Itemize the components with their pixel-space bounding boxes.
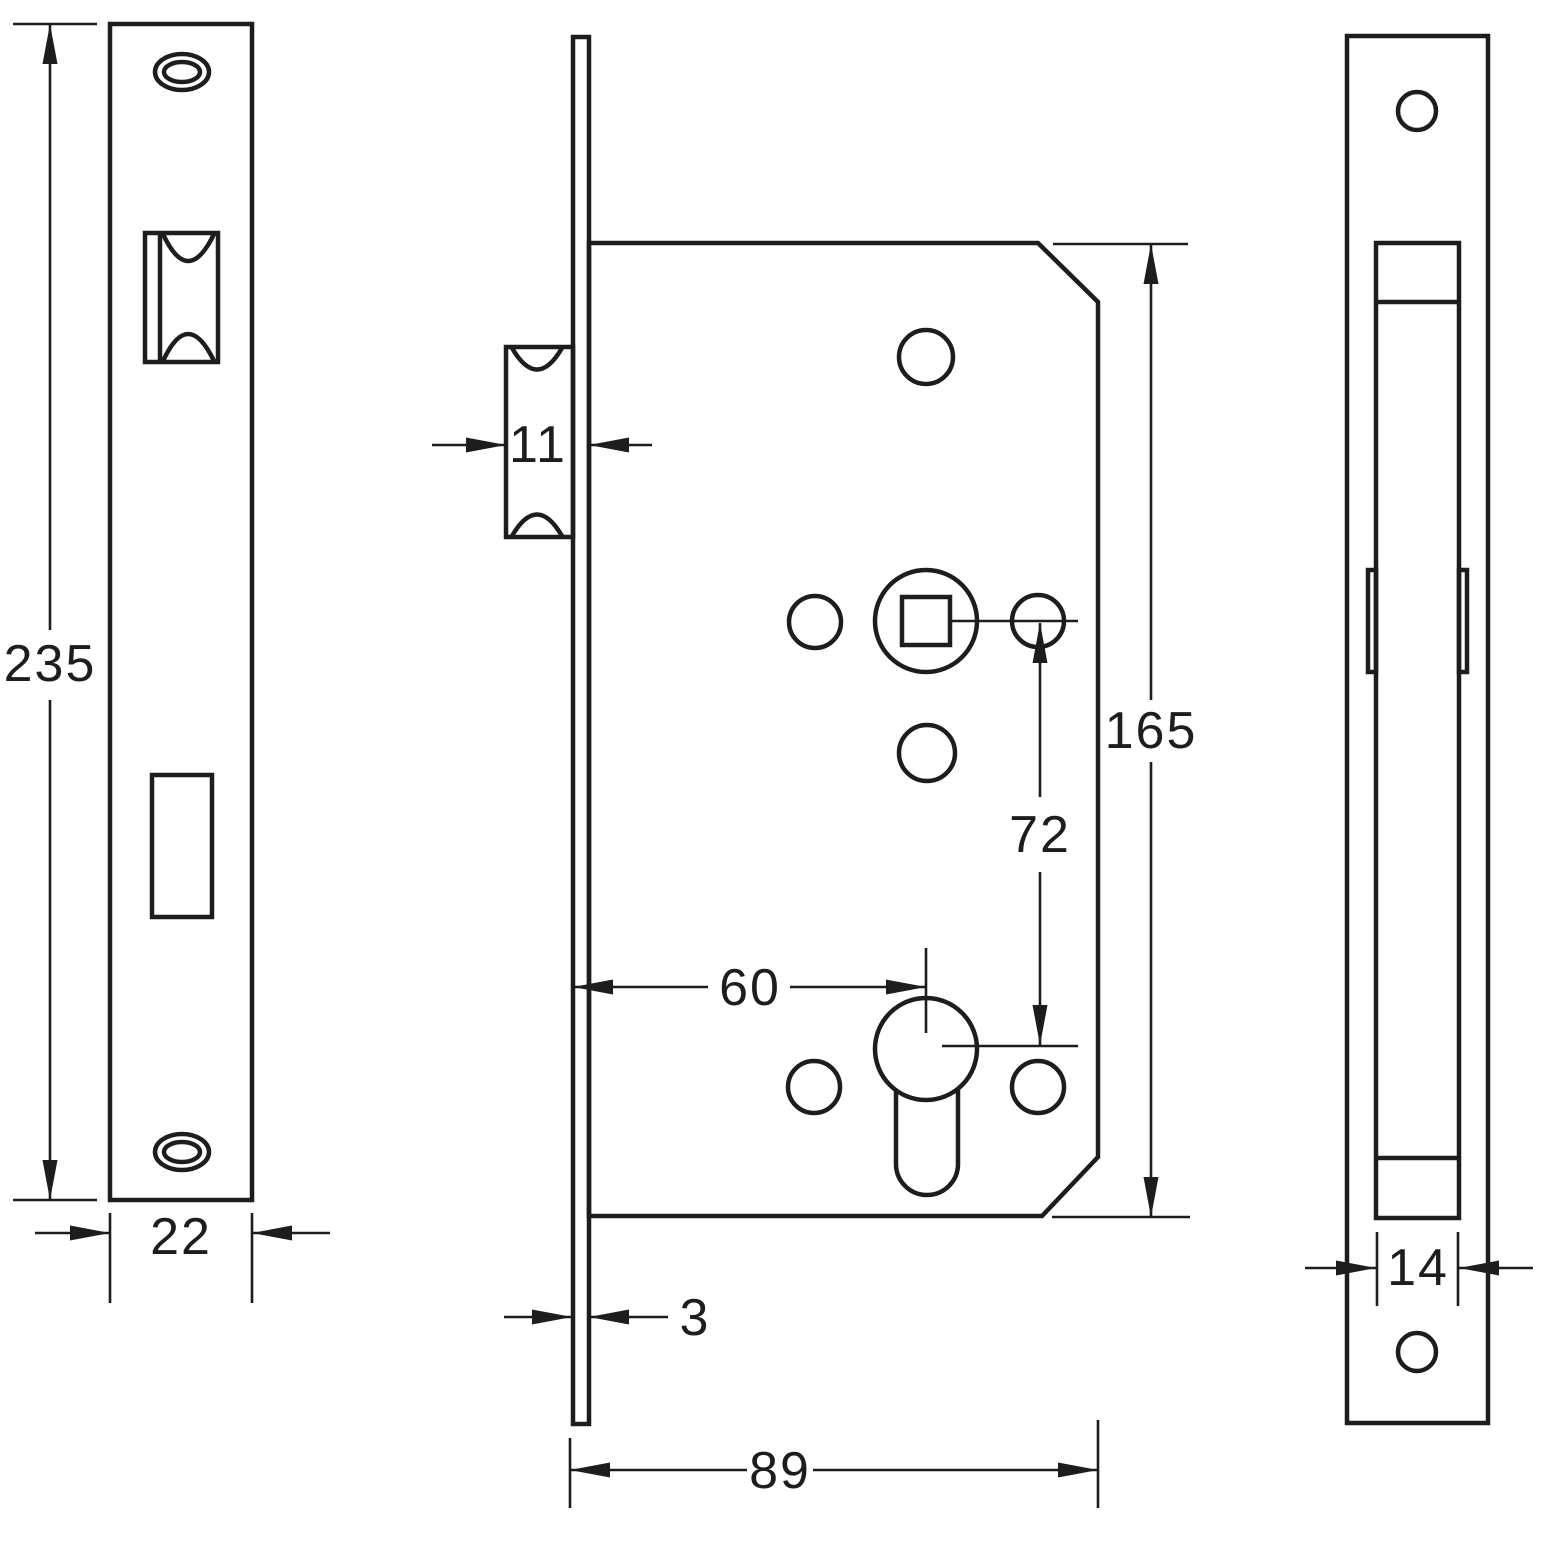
dim-11-arrowhead	[589, 437, 629, 453]
faceplate-outline	[107, 21, 255, 1203]
dim-165-arrowhead	[1143, 1177, 1159, 1217]
dim-89-arrowhead	[1058, 1462, 1098, 1478]
latch-cutout	[142, 230, 221, 365]
screw-hole-bottom-inner	[161, 1139, 203, 1165]
screw-hole-top-inner	[161, 59, 203, 85]
lower-screw-hole-right	[1009, 1058, 1067, 1116]
latch-bolt-side	[503, 344, 576, 540]
dim-label-3: 3	[680, 1289, 711, 1347]
mid-fixing-hole	[896, 722, 958, 784]
dim-22-arrowhead	[70, 1225, 110, 1241]
dim-label-60: 60	[719, 959, 781, 1017]
dim-11-arrowhead	[466, 437, 506, 453]
dim-label-235: 235	[4, 635, 97, 693]
screw-hole-top-outer	[152, 51, 212, 93]
edge-screw-hole-top	[1395, 89, 1439, 133]
edge-outline	[1344, 33, 1491, 1426]
dim-72-arrowhead	[1032, 1005, 1048, 1045]
dim-label-11: 11	[509, 416, 567, 474]
latch-bolt-top-curve	[160, 233, 217, 264]
handle-screw-hole-left	[786, 593, 844, 651]
dim-label-165: 165	[1105, 702, 1198, 760]
latch-bolt-bottom-curve	[160, 331, 217, 362]
deadbolt-cutout	[149, 772, 215, 920]
dim-14-arrowhead	[1459, 1260, 1499, 1276]
edge-case-body	[1373, 240, 1462, 1221]
dim-60-arrowhead	[573, 979, 613, 995]
dim-label-22: 22	[150, 1208, 212, 1266]
dim-235-arrowhead	[42, 1160, 58, 1200]
edge-tab-right	[1456, 567, 1470, 675]
edge-tab-left	[1365, 567, 1379, 675]
euro-cylinder-stem	[893, 1089, 961, 1198]
latch-side-bottom-curve	[510, 512, 564, 538]
dim-3-arrowhead	[532, 1309, 572, 1325]
dim-60-arrowhead	[886, 979, 926, 995]
dim-label-89: 89	[749, 1442, 811, 1500]
dim-label-14: 14	[1387, 1239, 1449, 1297]
top-fixing-hole	[896, 327, 956, 387]
dim-235-arrowhead	[42, 24, 58, 64]
dim-label-72: 72	[1009, 806, 1071, 864]
spindle-square	[899, 594, 953, 648]
dim-3-arrowhead	[589, 1309, 629, 1325]
screw-hole-bottom-outer	[152, 1131, 212, 1173]
dim-22-arrowhead	[252, 1225, 292, 1241]
latch-side-top-curve	[510, 346, 564, 372]
lower-screw-hole-left	[785, 1058, 843, 1116]
faceplate-strip	[570, 34, 592, 1427]
case-outline	[586, 240, 1101, 1219]
dim-89-arrowhead	[570, 1462, 610, 1478]
dim-165-arrowhead	[1143, 244, 1159, 284]
dim-14-arrowhead	[1336, 1260, 1376, 1276]
dim-72-arrowhead	[1032, 623, 1048, 663]
edge-screw-hole-bottom	[1395, 1330, 1439, 1374]
